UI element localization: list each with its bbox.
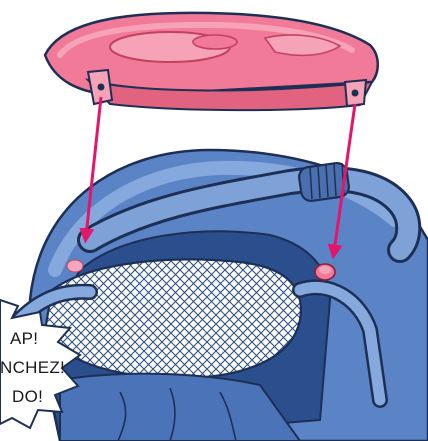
right-attach-peg [314, 263, 336, 281]
snap-callout: AP! NCHEZ! DO! [0, 298, 82, 430]
left-attach-point [66, 259, 84, 273]
callout-line-2: NCHEZ! [0, 358, 65, 377]
callout-line-3: DO! [12, 387, 43, 406]
down-arrow-icon [79, 96, 357, 260]
right-arrow [327, 103, 357, 260]
handle-grip [298, 162, 350, 202]
callout-line-1: AP! [10, 329, 38, 348]
accessory-tray-icon [43, 11, 379, 112]
stroller-frame-icon [2, 148, 428, 441]
left-arrow [79, 96, 103, 244]
